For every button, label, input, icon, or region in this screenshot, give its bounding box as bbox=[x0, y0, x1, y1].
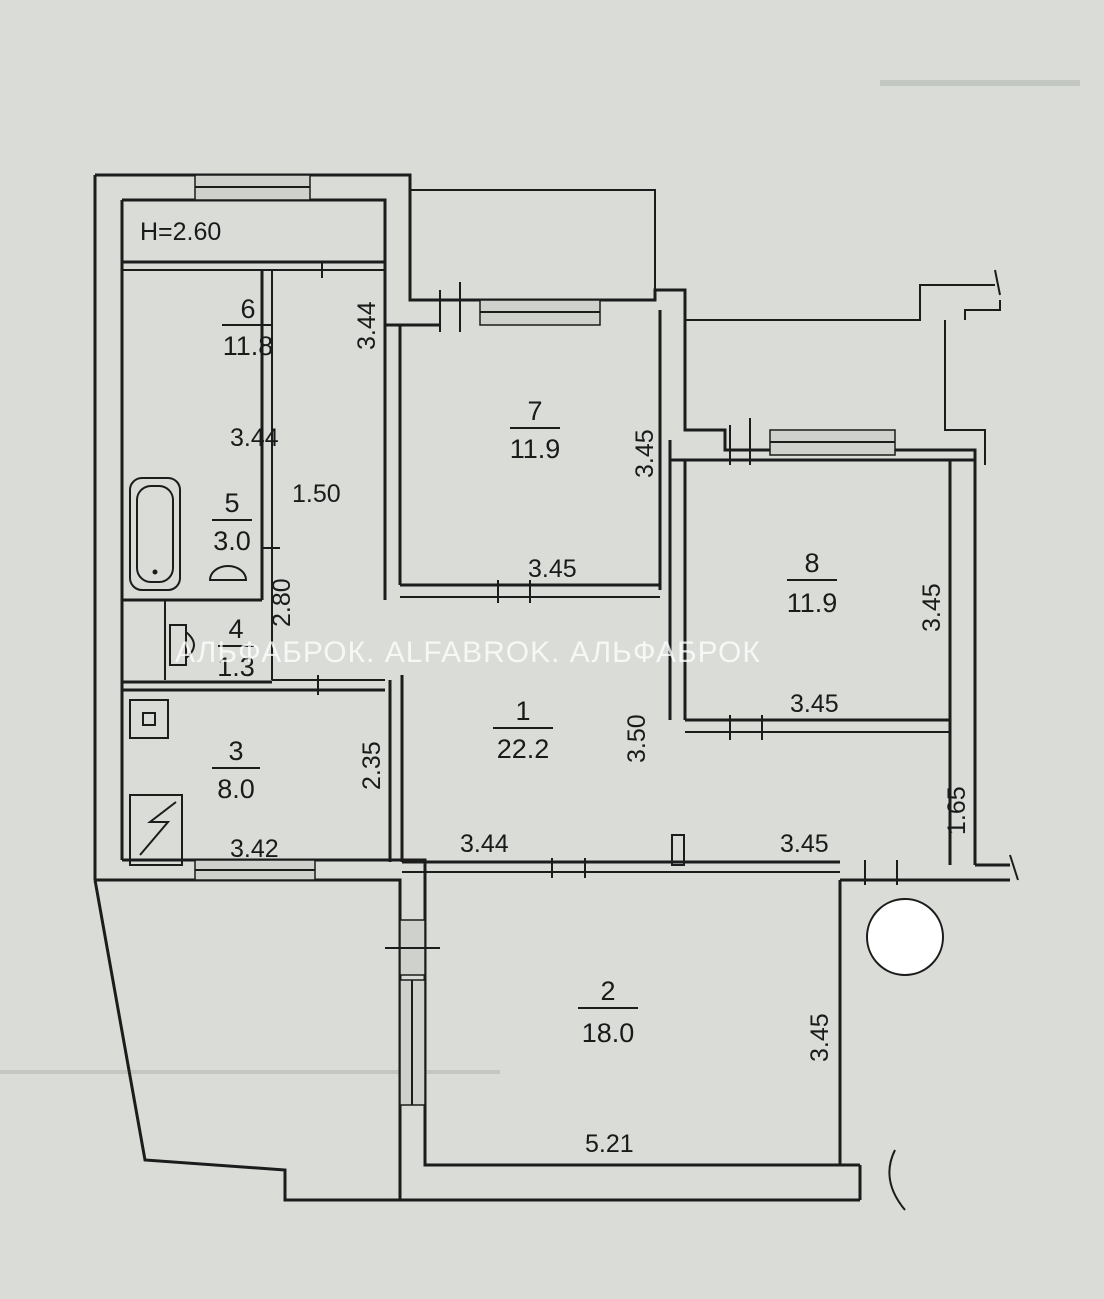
room-7-area: 11.9 bbox=[510, 434, 561, 464]
dim-r1-width-right: 3.45 bbox=[780, 830, 829, 858]
room-6-area: 11.8 bbox=[223, 331, 274, 361]
door-marks bbox=[262, 262, 898, 949]
room-8-area: 11.9 bbox=[787, 588, 838, 618]
stove-icon bbox=[129, 794, 183, 866]
dim-r7-height: 3.45 bbox=[631, 429, 659, 478]
dim-r6-width: 3.44 bbox=[230, 424, 279, 452]
dim-r8-height: 3.45 bbox=[918, 583, 946, 632]
dim-r2-height: 3.45 bbox=[806, 1013, 834, 1062]
dim-corridor-height: 2.80 bbox=[268, 578, 296, 627]
room-7-id: 7 bbox=[527, 396, 542, 426]
room-4-id: 4 bbox=[228, 614, 243, 644]
room-4-area: 1.3 bbox=[217, 652, 255, 682]
labels: H=2.60 6 11.8 7 11.9 8 11.9 5 3.0 4 1.3 … bbox=[140, 218, 971, 1158]
room-8-id: 8 bbox=[804, 548, 819, 578]
bathtub-icon bbox=[129, 477, 181, 591]
ceiling-height: H=2.60 bbox=[140, 218, 221, 246]
dim-r6-height: 3.44 bbox=[353, 301, 381, 350]
room-1-id: 1 bbox=[515, 696, 530, 726]
dim-r3-width: 3.42 bbox=[230, 835, 279, 863]
dim-r1-height: 3.50 bbox=[623, 714, 651, 763]
room-2-id: 2 bbox=[600, 976, 615, 1006]
room-3-id: 3 bbox=[228, 736, 243, 766]
dim-hall-height: 1.65 bbox=[943, 786, 971, 835]
dim-r3-height: 2.35 bbox=[358, 741, 386, 790]
sink-icon bbox=[208, 565, 248, 581]
room-2-area: 18.0 bbox=[582, 1018, 635, 1048]
dim-r1-width-left: 3.44 bbox=[460, 830, 509, 858]
kitchen-sink-icon bbox=[129, 699, 169, 739]
dim-r8-width: 3.45 bbox=[790, 690, 839, 718]
dim-r7-width: 3.45 bbox=[528, 555, 577, 583]
background-bleed bbox=[0, 80, 1080, 1074]
dim-corridor-width: 1.50 bbox=[292, 480, 341, 508]
room-5-id: 5 bbox=[224, 488, 239, 518]
watermark: АЛЬФАБРОК. ALFABROK. АЛЬФАБРОК bbox=[175, 636, 761, 669]
marker-circle-icon bbox=[866, 898, 944, 976]
dim-r2-width: 5.21 bbox=[585, 1130, 634, 1158]
room-5-area: 3.0 bbox=[213, 526, 251, 556]
toilet-icon bbox=[169, 624, 187, 666]
room-3-area: 8.0 bbox=[217, 774, 255, 804]
fixtures bbox=[129, 477, 944, 976]
room-6-id: 6 bbox=[240, 294, 255, 324]
room-1-area: 22.2 bbox=[497, 734, 550, 764]
